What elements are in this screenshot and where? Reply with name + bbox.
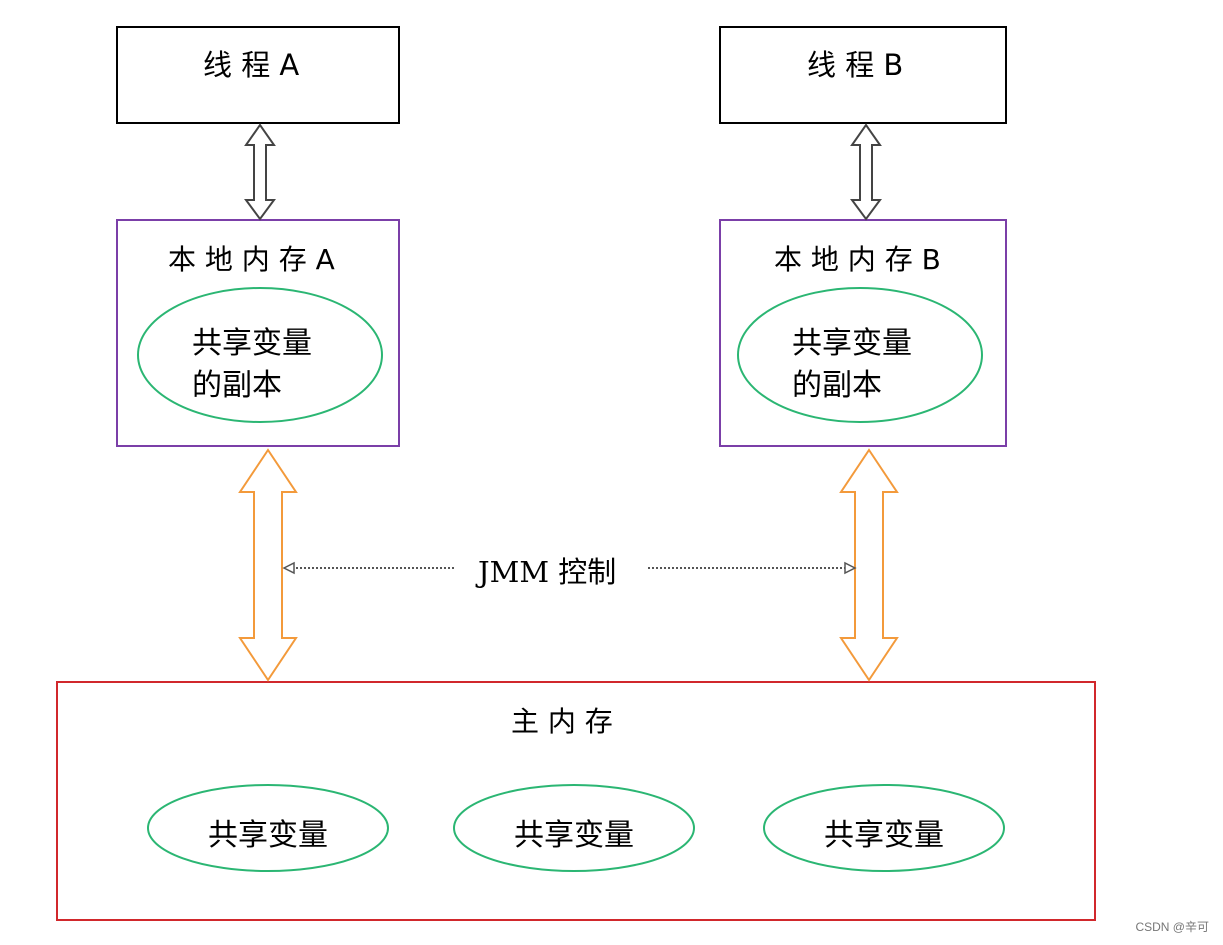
thread-b-title: 线 程 B (807, 48, 904, 82)
jmm-control-label: JMM 控制 (478, 555, 617, 589)
watermark: CSDN @辛可 (1135, 920, 1209, 934)
shared-var-copy-a-ellipse (137, 287, 383, 423)
shared-var-copy-a-line1: 共享变量 (192, 326, 312, 361)
main-memory-title: 主 内 存 (511, 705, 613, 738)
thread-a-box (116, 26, 400, 124)
thread-a-local-arrow (244, 123, 276, 221)
shared-var-copy-b-ellipse (737, 287, 983, 423)
thread-b-local-arrow (850, 123, 882, 221)
shared-var-copy-a-line2: 的副本 (192, 368, 282, 403)
local-a-main-arrow (238, 448, 298, 682)
main-shared-var-label-2: 共享变量 (514, 818, 634, 853)
thread-a-title: 线 程 A (203, 48, 300, 82)
main-shared-var-label-3: 共享变量 (824, 818, 944, 853)
shared-var-copy-b-line1: 共享变量 (792, 326, 912, 361)
jmm-left-arrowhead (282, 561, 295, 575)
main-shared-var-ellipse-3 (763, 784, 1005, 872)
local-memory-b-title: 本 地 内 存 B (774, 243, 941, 276)
thread-b-box (719, 26, 1007, 124)
local-b-main-arrow (839, 448, 899, 682)
jmm-right-arrowhead (844, 561, 857, 575)
main-shared-var-label-1: 共享变量 (208, 818, 328, 853)
main-shared-var-ellipse-1 (147, 784, 389, 872)
local-memory-a-title: 本 地 内 存 A (168, 243, 335, 276)
shared-var-copy-b-line2: 的副本 (792, 368, 882, 403)
main-shared-var-ellipse-2 (453, 784, 695, 872)
